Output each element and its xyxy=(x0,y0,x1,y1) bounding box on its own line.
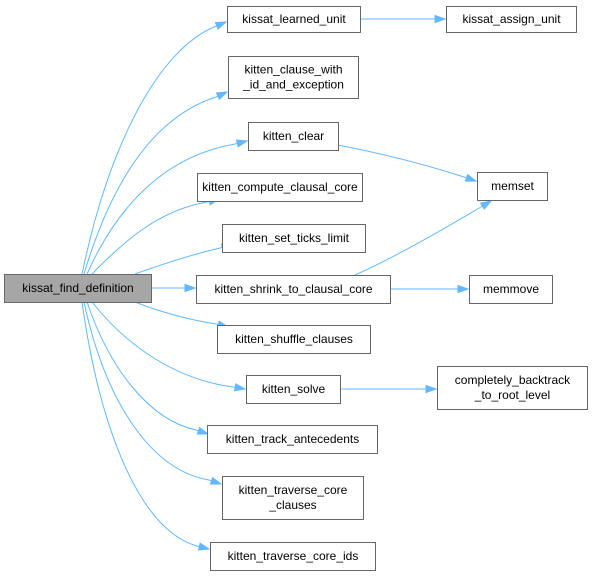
node-box xyxy=(222,476,364,520)
node-box xyxy=(227,6,361,33)
arrowhead xyxy=(233,383,247,392)
node-box xyxy=(207,425,378,454)
node-clause-with[interactable]: kitten_clause_with_id_and_exception xyxy=(228,56,359,99)
edge-root-to-compute-core xyxy=(91,197,221,275)
node-label: _to_root_level xyxy=(474,388,550,402)
node-memmove[interactable]: memmove xyxy=(469,275,553,304)
edge-root-to-learned-unit xyxy=(81,21,228,275)
arrowhead xyxy=(184,283,197,293)
arrowhead xyxy=(214,21,228,30)
arrowhead xyxy=(479,200,493,211)
node-label: kitten_traverse_core xyxy=(239,483,348,497)
node-label: kitten_shrink_to_clausal_core xyxy=(214,282,372,296)
arrowhead xyxy=(434,14,447,24)
node-compute-core[interactable]: kitten_compute_clausal_core xyxy=(197,173,363,202)
arrowhead xyxy=(196,426,210,435)
node-label: kissat_find_definition xyxy=(22,281,133,295)
node-box xyxy=(4,274,152,303)
arrowhead xyxy=(425,384,438,394)
node-box xyxy=(222,224,366,253)
node-shuffle[interactable]: kitten_shuffle_clauses xyxy=(217,325,371,354)
edge-root-to-shuffle xyxy=(134,301,230,329)
node-clear[interactable]: kitten_clear xyxy=(248,122,339,151)
call-edges xyxy=(81,14,493,551)
node-box xyxy=(246,375,341,404)
node-learned-unit[interactable]: kissat_learned_unit xyxy=(227,6,361,33)
node-label: kitten_set_ticks_limit xyxy=(239,231,350,245)
node-label: memmove xyxy=(483,282,539,296)
node-label: kitten_traverse_core_ids xyxy=(228,549,359,563)
edge-root-to-traverse-clauses xyxy=(83,301,223,485)
function-nodes: kissat_find_definition kissat_learned_uni… xyxy=(4,6,588,571)
edge-shrink-to-memset xyxy=(354,200,493,276)
edge-root-to-solve xyxy=(91,301,247,392)
node-traverse-ids[interactable]: kitten_traverse_core_ids xyxy=(210,542,376,571)
node-label: _clauses xyxy=(268,498,316,512)
node-label: kissat_assign_unit xyxy=(462,12,561,26)
node-label: kitten_compute_clausal_core xyxy=(202,180,358,194)
node-label: memset xyxy=(491,179,534,193)
arrowhead xyxy=(235,139,249,148)
edge-root-to-traverse-ids xyxy=(81,301,211,551)
node-root[interactable]: kissat_find_definition xyxy=(4,274,152,303)
node-backtrack[interactable]: completely_backtrack_to_root_level xyxy=(437,366,588,410)
edge-learned-unit-to-assign-unit xyxy=(360,14,447,24)
node-shrink[interactable]: kitten_shrink_to_clausal_core xyxy=(196,275,391,304)
arrowhead xyxy=(215,91,229,101)
edge-root-to-clear xyxy=(86,139,249,275)
node-box xyxy=(248,122,339,151)
node-traverse-clauses[interactable]: kitten_traverse_core_clauses xyxy=(222,476,364,520)
edge-root-to-track-ante xyxy=(86,301,210,435)
node-box xyxy=(217,325,371,354)
node-label: kitten_track_antecedents xyxy=(226,432,359,446)
arrowhead xyxy=(464,173,478,182)
node-solve[interactable]: kitten_solve xyxy=(246,375,341,404)
edge-clear-to-memset xyxy=(337,144,478,182)
node-box xyxy=(477,172,548,201)
edge-root-to-clause-with xyxy=(83,91,229,275)
node-box xyxy=(228,56,359,99)
arrowhead xyxy=(457,284,470,294)
edge-shrink-to-memmove xyxy=(390,284,470,294)
arrowhead xyxy=(197,542,211,551)
node-box xyxy=(469,275,553,304)
node-label: kitten_shuffle_clauses xyxy=(235,332,353,346)
node-memset[interactable]: memset xyxy=(477,172,548,201)
edge-root-to-set-ticks xyxy=(134,243,234,275)
node-box xyxy=(446,6,577,33)
node-label: kitten_clear xyxy=(263,129,324,143)
node-set-ticks[interactable]: kitten_set_ticks_limit xyxy=(222,224,366,253)
edge-solve-to-backtrack xyxy=(340,384,438,394)
node-box xyxy=(210,542,376,571)
node-assign-unit[interactable]: kissat_assign_unit xyxy=(446,6,577,33)
node-label: completely_backtrack xyxy=(455,373,571,387)
node-track-ante[interactable]: kitten_track_antecedents xyxy=(207,425,378,454)
node-label: kitten_solve xyxy=(262,382,326,396)
edge-root-to-shrink xyxy=(151,283,197,293)
node-label: kissat_learned_unit xyxy=(242,12,346,26)
node-box xyxy=(196,275,391,304)
node-label: _id_and_exception xyxy=(242,78,344,92)
arrowhead xyxy=(209,476,223,485)
node-box xyxy=(437,366,588,410)
node-box xyxy=(197,173,363,202)
node-label: kitten_clause_with xyxy=(244,63,342,77)
